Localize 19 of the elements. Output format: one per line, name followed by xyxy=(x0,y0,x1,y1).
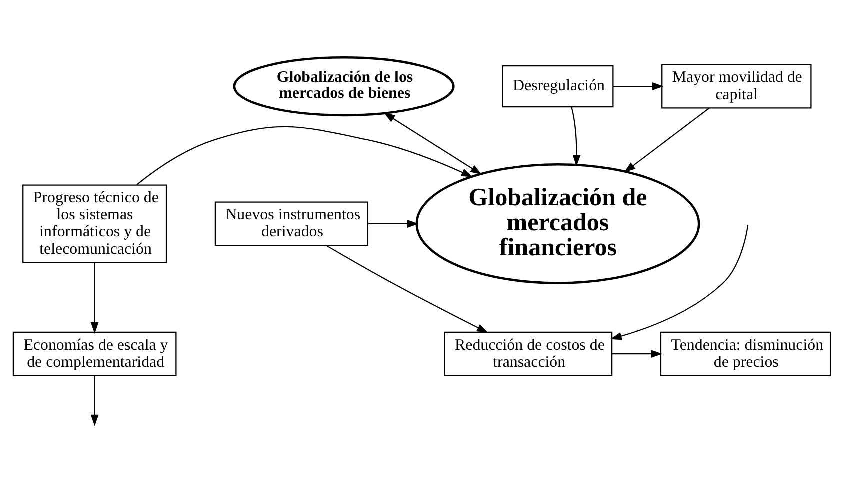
arrow xyxy=(368,220,419,228)
arrow xyxy=(571,106,581,167)
node-box: Tendencia: disminución de precios xyxy=(660,332,832,376)
arrow xyxy=(90,376,99,426)
arrow xyxy=(136,126,473,186)
node-box: Progreso técnico de los sistemas informáticos y de telecomunicación xyxy=(22,184,168,264)
node-box: Mayor movilidad de capital xyxy=(662,64,812,109)
node-ellipse: Globalización de los mercados de bienes xyxy=(233,56,455,117)
arrow xyxy=(384,112,482,175)
node-box: Reducción de costos de transacción xyxy=(444,332,613,376)
node-box: Nuevos instrumentos derivados xyxy=(214,202,369,246)
node-box: Economías de escala y de complementaridad xyxy=(12,332,177,376)
arrow xyxy=(90,262,99,334)
arrow xyxy=(612,350,663,358)
node-box: Desregulación xyxy=(502,65,614,108)
arrow xyxy=(624,108,710,173)
arrow xyxy=(326,245,488,334)
arrow xyxy=(613,82,664,90)
arrow xyxy=(610,225,749,340)
